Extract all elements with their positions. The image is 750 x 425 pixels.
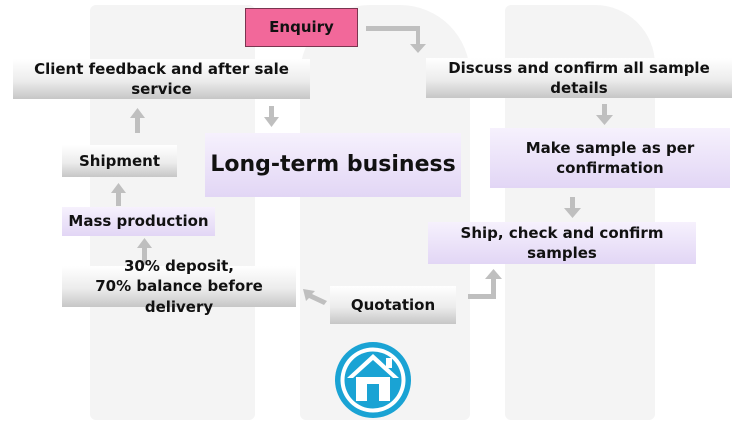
ship-check-box: Ship, check and confirm samples (428, 222, 696, 264)
center-label: Long-term business (210, 152, 456, 178)
arrow-feedback-to-center (264, 106, 279, 127)
arrow-make-sample-to-ship-check (564, 197, 581, 218)
deposit-label-line1: 30% deposit, (123, 257, 235, 276)
enquiry-box: Enquiry (245, 8, 358, 47)
make-sample-box: Make sample as per confirmation (490, 128, 730, 188)
arrow-mass-production-to-shipment (111, 183, 126, 206)
feedback-label: Client feedback and after sale service (34, 59, 289, 98)
feedback-box: Client feedback and after sale service (13, 59, 310, 99)
deposit-label-line2: 70% balance before delivery (95, 277, 263, 316)
arrow-shipment-to-feedback (130, 108, 145, 133)
arrow-discuss-to-make-sample (596, 104, 613, 125)
quotation-box: Quotation (330, 286, 456, 324)
mass-production-label: Mass production (68, 212, 209, 231)
make-sample-label: Make sample as per confirmation (525, 138, 695, 177)
shipment-label: Shipment (78, 151, 160, 170)
shipment-box: Shipment (62, 145, 177, 177)
arrow-ship-check-to-quotation (468, 269, 502, 299)
arrow-quotation-to-deposit (303, 289, 327, 305)
quotation-label: Quotation (350, 295, 436, 314)
ship-check-label: Ship, check and confirm samples (460, 223, 664, 262)
discuss-box: Discuss and confirm all sample details (426, 58, 732, 98)
mass-production-box: Mass production (62, 207, 215, 236)
arrow-enquiry-to-discuss (366, 26, 426, 53)
discuss-label: Discuss and confirm all sample details (448, 58, 710, 97)
center-box: Long-term business (205, 133, 461, 197)
enquiry-label: Enquiry (269, 18, 334, 37)
deposit-box: 30% deposit, 70% balance before delivery (62, 257, 296, 316)
arrow-deposit-to-mass-production (137, 238, 152, 265)
